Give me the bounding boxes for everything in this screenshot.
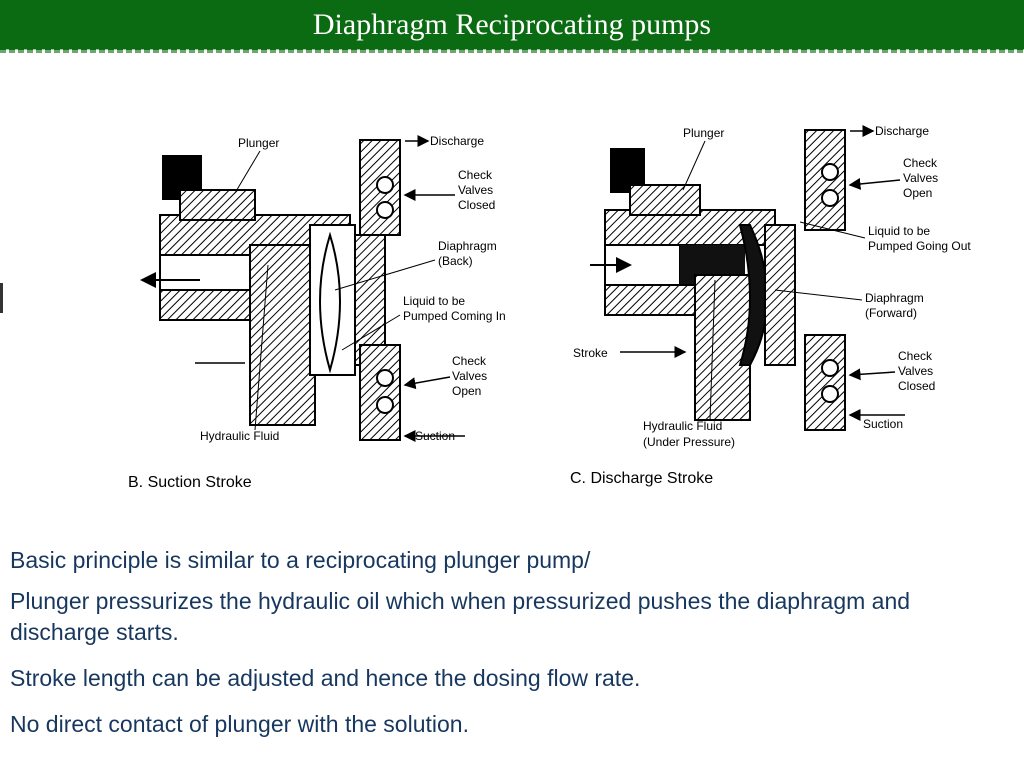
check-valve-ball bbox=[376, 176, 394, 194]
label-leader bbox=[682, 140, 706, 191]
label-liquid-going-out: Liquid to be bbox=[868, 224, 930, 238]
slide-body: Basic principle is similar to a reciproc… bbox=[10, 545, 1010, 755]
label-suction: Suction bbox=[863, 417, 903, 431]
check-valve-ball bbox=[821, 359, 839, 377]
hydraulic-chamber bbox=[249, 244, 316, 426]
label-liquid-coming-in: Liquid to be bbox=[403, 294, 465, 308]
suction-stroke-drawing: Plunger Discharge Check Valves Closed Di… bbox=[128, 134, 506, 491]
label-leader bbox=[774, 289, 863, 301]
label-arrow bbox=[848, 368, 896, 381]
label-check-valves-closed: Check bbox=[898, 349, 933, 363]
label-check-valves-closed: Valves bbox=[898, 364, 933, 378]
bullet-text: No direct contact of plunger with the so… bbox=[10, 711, 469, 737]
label-hydraulic-fluid: (Under Pressure) bbox=[643, 435, 735, 449]
check-valve-ball bbox=[376, 396, 394, 414]
label-liquid-going-out: Pumped Going Out bbox=[868, 239, 971, 253]
label-discharge: Discharge bbox=[875, 124, 929, 138]
label-leader bbox=[334, 259, 436, 291]
label-diaphragm: Diaphragm bbox=[438, 239, 497, 253]
label-hydraulic-fluid: Hydraulic Fluid bbox=[200, 429, 279, 443]
check-valve-ball bbox=[821, 163, 839, 181]
right-body bbox=[354, 234, 386, 366]
diaphragm bbox=[319, 231, 341, 374]
label-leader bbox=[254, 264, 269, 431]
plunger-body bbox=[629, 184, 701, 216]
bullet-text: Plunger pressurizes the hydraulic oil wh… bbox=[10, 588, 911, 645]
hydraulic-chamber bbox=[694, 274, 751, 421]
title-bar-fringe bbox=[0, 49, 1024, 53]
label-diaphragm: (Forward) bbox=[865, 306, 917, 320]
discharge-column bbox=[804, 129, 846, 231]
label-check-valves-open: Open bbox=[903, 186, 932, 200]
label-plunger: Plunger bbox=[238, 136, 279, 150]
check-valve-ball bbox=[376, 201, 394, 219]
label-hydraulic-fluid: Hydraulic Fluid bbox=[643, 419, 722, 433]
side-mark bbox=[0, 283, 3, 313]
label-plunger: Plunger bbox=[683, 126, 724, 140]
label-discharge: Discharge bbox=[430, 134, 484, 148]
label-leader bbox=[709, 279, 716, 421]
label-diaphragm: (Back) bbox=[438, 254, 473, 268]
label-liquid-coming-in: Pumped Coming In bbox=[403, 309, 506, 323]
label-stroke: Stroke bbox=[573, 346, 608, 360]
label-check-valves-open: Check bbox=[452, 354, 487, 368]
label-arrow bbox=[848, 177, 901, 190]
label-check-valves-open: Valves bbox=[452, 369, 487, 383]
check-valve-ball bbox=[821, 189, 839, 207]
diagram-caption: C. Discharge Stroke bbox=[570, 470, 713, 487]
bullet-text: Stroke length can be adjusted and hence … bbox=[10, 665, 641, 691]
diagram-suction-stroke: Plunger Discharge Check Valves Closed Di… bbox=[120, 95, 550, 500]
label-check-valves-open: Open bbox=[452, 384, 481, 398]
diagram-caption: B. Suction Stroke bbox=[128, 474, 252, 491]
label-leader bbox=[341, 314, 401, 351]
suction-column bbox=[359, 344, 401, 441]
label-leader bbox=[799, 221, 866, 239]
discharge-stroke-drawing: Plunger Discharge Check Valves Open Liqu… bbox=[570, 124, 971, 487]
check-valve-ball bbox=[376, 369, 394, 387]
label-check-valves-closed: Closed bbox=[458, 198, 495, 212]
label-check-valves-closed: Closed bbox=[898, 379, 935, 393]
label-arrow bbox=[403, 376, 451, 390]
bullet-text: Basic principle is similar to a reciproc… bbox=[10, 547, 591, 573]
label-check-valves-open: Valves bbox=[903, 171, 938, 185]
check-valve-ball bbox=[821, 385, 839, 403]
suction-column bbox=[804, 334, 846, 431]
label-diaphragm: Diaphragm bbox=[865, 291, 924, 305]
label-check-valves-open: Check bbox=[903, 156, 938, 170]
label-check-valves-closed: Check bbox=[458, 168, 493, 182]
diagram-discharge-stroke: Plunger Discharge Check Valves Open Liqu… bbox=[565, 110, 1010, 500]
plunger-body bbox=[179, 189, 256, 221]
label-leader bbox=[234, 150, 261, 194]
pump-housing bbox=[604, 284, 696, 316]
title-bar: Diaphragm Reciprocating pumps bbox=[0, 0, 1024, 53]
right-body bbox=[764, 224, 796, 366]
slide-title: Diaphragm Reciprocating pumps bbox=[312, 8, 712, 41]
label-check-valves-closed: Valves bbox=[458, 183, 493, 197]
pump-housing bbox=[159, 289, 261, 321]
